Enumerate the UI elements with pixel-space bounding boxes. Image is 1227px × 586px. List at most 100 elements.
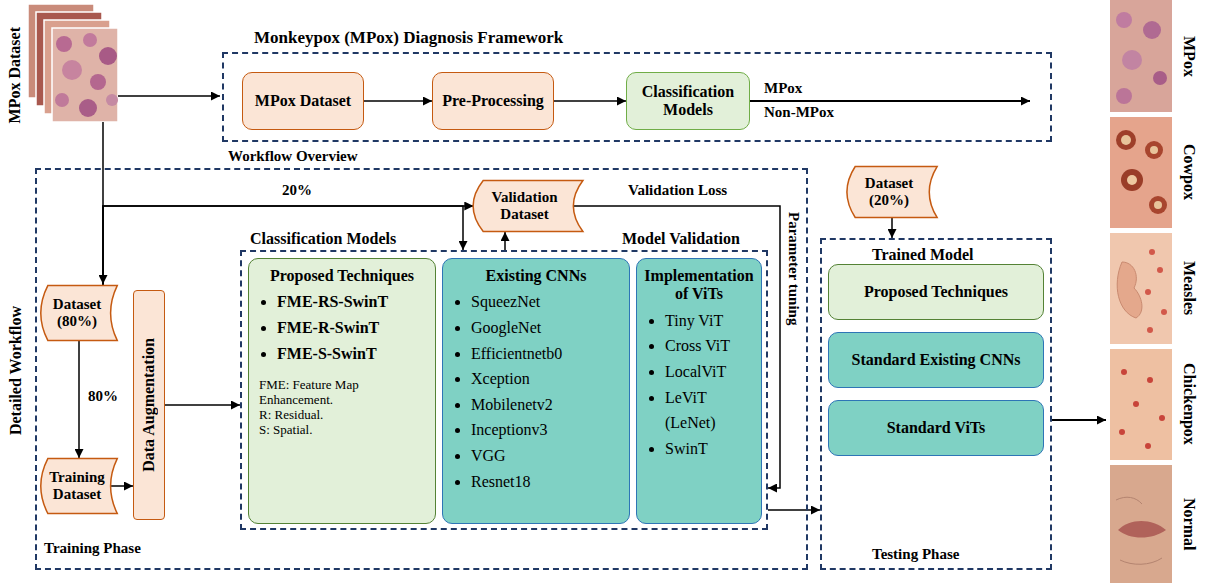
class-image-column bbox=[1110, 0, 1172, 583]
wrinkle bbox=[1116, 497, 1142, 504]
list-content: Implementation of ViTsTiny ViTCross ViTL… bbox=[637, 259, 761, 523]
rash-dot bbox=[1121, 369, 1127, 375]
connector bbox=[504, 232, 506, 250]
class-label: Chickenpox bbox=[1180, 363, 1198, 445]
data-store: Training Dataset bbox=[40, 458, 118, 514]
rash-dot bbox=[1147, 327, 1153, 333]
model-list: Existing CNNsSqueezNetGoogleNetEfficient… bbox=[442, 258, 630, 524]
skin-photo bbox=[52, 28, 118, 122]
lesion bbox=[90, 74, 106, 90]
box-text: Standard Existing CNNs bbox=[852, 351, 1021, 369]
panel-heading: Monkeypox (MPox) Diagnosis Framework bbox=[254, 28, 563, 48]
lesion bbox=[1121, 169, 1143, 191]
lesion bbox=[99, 47, 117, 65]
class-label: Measles bbox=[1180, 261, 1198, 315]
model-list: Implementation of ViTsTiny ViTCross ViTL… bbox=[636, 258, 762, 524]
box-text: Validation Dataset bbox=[483, 189, 566, 224]
class-label: Normal bbox=[1180, 498, 1198, 550]
footnote: FME: Feature Map Enhancement. bbox=[255, 378, 429, 408]
technique-list: Proposed TechniquesFME-RS-SwinTFME-R-Swi… bbox=[248, 258, 436, 524]
box-label: Standard ViTs bbox=[887, 419, 986, 437]
list-heading: Proposed Techniques bbox=[270, 267, 414, 285]
box-label: Validation Dataset bbox=[483, 189, 566, 224]
box-label: Dataset (20%) bbox=[855, 175, 923, 210]
lesion bbox=[1127, 175, 1137, 185]
box-content: Proposed Techniques bbox=[829, 265, 1043, 319]
box-text: MPox Dataset bbox=[255, 92, 351, 110]
panel-heading: Trained Model bbox=[872, 246, 973, 264]
store-shape bbox=[847, 167, 937, 218]
list-item: Cross ViT bbox=[665, 333, 755, 359]
lesions bbox=[55, 33, 118, 117]
box-text: Training Dataset bbox=[48, 469, 106, 504]
store-shape bbox=[473, 181, 583, 232]
lesion bbox=[1122, 50, 1142, 70]
list-item: GoogleNet bbox=[471, 315, 623, 341]
model-box: Standard ViTs bbox=[828, 400, 1044, 456]
lesion bbox=[1116, 12, 1132, 28]
data-store: Dataset (80%) bbox=[40, 285, 118, 341]
rash-dot bbox=[1133, 401, 1139, 407]
rash-dot bbox=[1119, 429, 1125, 435]
class-label: Cowpox bbox=[1180, 144, 1198, 200]
edge-label: 20% bbox=[280, 182, 314, 199]
box-label: Pre-Processing bbox=[442, 92, 544, 110]
rash-dot bbox=[1157, 267, 1163, 273]
list-item: SqueezNet bbox=[471, 289, 623, 315]
list-item: FME-R-SwinT bbox=[277, 315, 429, 341]
list-item: Xception bbox=[471, 366, 623, 392]
panel-heading: Model Validation bbox=[622, 230, 740, 248]
list-item: Tiny ViT bbox=[665, 308, 755, 334]
rash-dot bbox=[1145, 289, 1151, 295]
box-text: Data Augmentation bbox=[140, 338, 158, 472]
output-label: Non-MPox bbox=[764, 104, 834, 121]
lesion bbox=[79, 99, 97, 117]
lesion bbox=[1116, 88, 1132, 104]
box-text: Classification Models bbox=[633, 83, 743, 120]
connector bbox=[554, 100, 626, 102]
box-content: Training Dataset bbox=[40, 458, 118, 514]
box-content: Validation Dataset bbox=[472, 180, 584, 232]
store-shape bbox=[41, 286, 117, 341]
output-arrow bbox=[1052, 419, 1106, 421]
connector bbox=[78, 341, 80, 458]
box-content: Standard Existing CNNs bbox=[829, 333, 1043, 387]
rash-dot bbox=[1159, 415, 1165, 421]
flow-arrow bbox=[118, 95, 220, 97]
lesion bbox=[1145, 141, 1163, 159]
model-box: Proposed Techniques bbox=[828, 264, 1044, 320]
lesion bbox=[106, 94, 118, 106]
mpox-photo bbox=[1110, 0, 1172, 112]
list-item: LeViT (LeNet) bbox=[665, 385, 755, 436]
box-content: Classification Models bbox=[627, 73, 749, 129]
models-panel: Classification ModelsModel ValidationPro… bbox=[240, 250, 768, 530]
lesion bbox=[1154, 201, 1162, 209]
box-content: Data Augmentation bbox=[134, 291, 164, 519]
testing-panel: Trained ModelTesting Phase Proposed Techn… bbox=[820, 238, 1052, 570]
list-content: Proposed TechniquesFME-RS-SwinTFME-R-Swi… bbox=[249, 259, 435, 523]
box-label: MPox Dataset bbox=[255, 92, 351, 110]
lesion bbox=[1153, 71, 1167, 85]
footnote: S: Spatial. bbox=[255, 423, 429, 438]
list-item: FME-RS-SwinT bbox=[277, 289, 429, 315]
loop-label: Parameter tuning bbox=[785, 212, 802, 325]
connector bbox=[891, 218, 893, 238]
lesion bbox=[1116, 130, 1136, 150]
panel-heading: Testing Phase bbox=[872, 546, 959, 563]
lesion bbox=[1149, 196, 1167, 214]
rash-dot bbox=[1161, 309, 1167, 315]
connector bbox=[165, 404, 240, 406]
box-label: Standard Existing CNNs bbox=[852, 351, 1021, 369]
measles-photo bbox=[1110, 233, 1172, 344]
lesion bbox=[55, 93, 69, 107]
lesion bbox=[1150, 146, 1158, 154]
list-item: Efficientnetb0 bbox=[471, 341, 623, 367]
data-store: Dataset (20%) bbox=[846, 166, 938, 218]
list-item: FME-S-SwinT bbox=[277, 341, 429, 367]
store-shape bbox=[41, 459, 117, 514]
augmentation-box: Data Augmentation bbox=[133, 290, 165, 520]
connector bbox=[364, 100, 432, 102]
list-item: SwinT bbox=[665, 436, 755, 462]
list-heading: Existing CNNs bbox=[486, 267, 587, 285]
